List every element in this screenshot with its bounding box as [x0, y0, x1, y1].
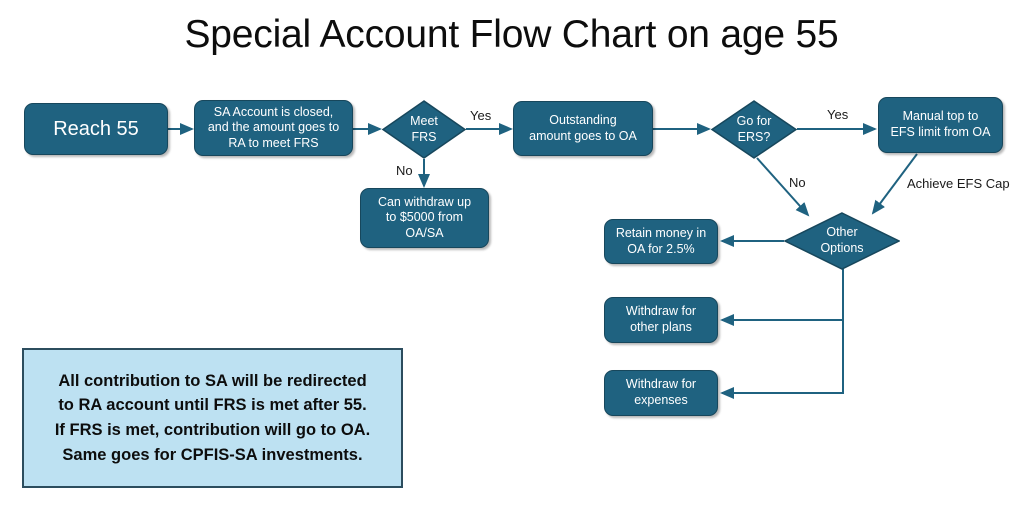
node-outstanding-amount-oa[interactable]: Outstanding amount goes to OA [513, 101, 653, 156]
diamond-shape [711, 100, 797, 159]
decision-go-for-ers-label: Go for ERS? [736, 113, 772, 144]
node-can-withdraw-5000[interactable]: Can withdraw up to $5000 from OA/SA [360, 188, 489, 248]
decision-meet-frs-label: Meet FRS [410, 113, 438, 144]
decision-other-options[interactable]: Other Options [784, 212, 900, 270]
node-retain-money-oa[interactable]: Retain money in OA for 2.5% [604, 219, 718, 264]
node-withdraw-other-plans[interactable]: Withdraw for other plans [604, 297, 718, 343]
node-can-withdraw-5000-label: Can withdraw up to $5000 from OA/SA [377, 194, 472, 240]
decision-go-for-ers[interactable]: Go for ERS? [711, 100, 797, 159]
edge-label-ers-no: No [789, 175, 806, 190]
note-box: All contribution to SA will be redirecte… [22, 348, 403, 488]
node-reach-55-label: Reach 55 [53, 117, 139, 140]
node-sa-account-closed[interactable]: SA Account is closed, and the amount goe… [194, 100, 353, 156]
edge-label-achieve-efs-cap: Achieve EFS Cap [907, 176, 1010, 191]
node-outstanding-amount-oa-label: Outstanding amount goes to OA [529, 112, 637, 143]
node-withdraw-expenses-label: Withdraw for expenses [625, 377, 697, 407]
edge-label-frs-yes: Yes [470, 108, 492, 123]
node-manual-top-efs[interactable]: Manual top to EFS limit from OA [878, 97, 1003, 153]
node-manual-top-efs-label: Manual top to EFS limit from OA [890, 109, 991, 139]
node-withdraw-expenses[interactable]: Withdraw for expenses [604, 370, 718, 416]
edge-otheroptions-to-otherplans [720, 269, 844, 326]
node-withdraw-other-plans-label: Withdraw for other plans [625, 304, 697, 334]
diamond-shape [382, 100, 466, 159]
edge-otheroptions-to-expenses [720, 269, 844, 399]
edge-label-frs-no: No [396, 163, 413, 178]
page-title: Special Account Flow Chart on age 55 [184, 13, 839, 56]
node-sa-account-closed-label: SA Account is closed, and the amount goe… [207, 104, 340, 150]
decision-other-options-label: Other Options [820, 225, 864, 255]
node-reach-55[interactable]: Reach 55 [24, 103, 168, 155]
node-retain-money-oa-label: Retain money in OA for 2.5% [615, 225, 707, 256]
decision-meet-frs[interactable]: Meet FRS [382, 100, 466, 159]
edge-label-ers-yes: Yes [827, 107, 849, 122]
